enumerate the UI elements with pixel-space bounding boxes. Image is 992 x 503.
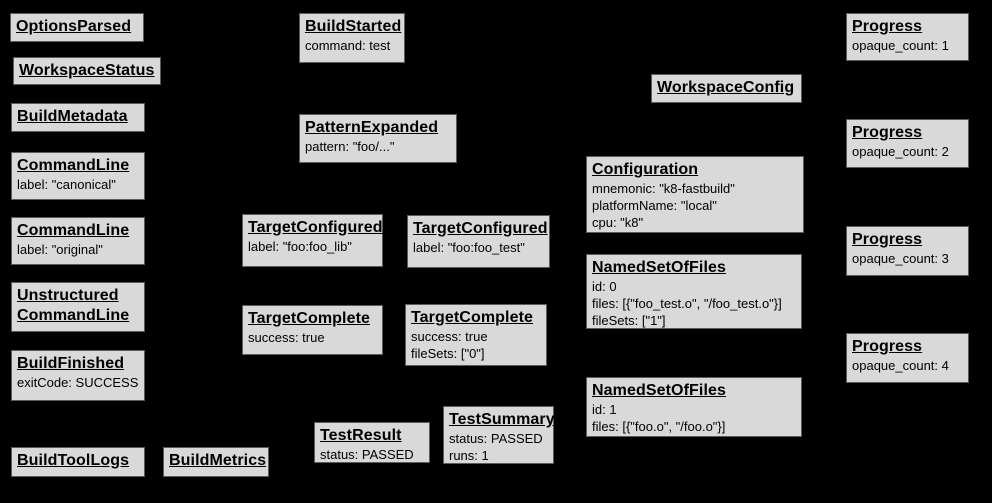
- node-build-started: BuildStarted command: test: [299, 13, 405, 63]
- node-field: runs: 1: [449, 448, 489, 463]
- node-progress-1: Progress opaque_count: 1: [846, 13, 969, 61]
- node-build-metadata: BuildMetadata: [11, 103, 145, 132]
- node-field: success: true: [248, 330, 325, 345]
- node-command-line-canonical: CommandLine label: "canonical": [11, 152, 145, 200]
- node-field: exitCode: SUCCESS: [17, 375, 139, 390]
- node-title: BuildMetrics: [169, 452, 267, 469]
- node-progress-3: Progress opaque_count: 3: [846, 226, 969, 276]
- node-title: BuildMetadata: [17, 108, 128, 125]
- node-title: Progress: [852, 18, 923, 35]
- node-target-complete-foo-test: TargetComplete success: true fileSets: […: [405, 304, 547, 366]
- node-test-result: TestResult status: PASSED: [314, 422, 430, 463]
- node-title: TargetConfigured: [248, 219, 383, 236]
- node-title: WorkspaceConfig: [657, 79, 795, 96]
- node-title: Configuration: [592, 161, 699, 178]
- node-title: Progress: [852, 124, 923, 141]
- node-field: success: true: [411, 329, 488, 344]
- node-field: pattern: "foo/...": [305, 139, 395, 154]
- node-progress-2: Progress opaque_count: 2: [846, 119, 969, 168]
- node-field: opaque_count: 3: [852, 251, 949, 266]
- node-named-set-of-files-1: NamedSetOfFiles id: 1 files: [{"foo.o", …: [586, 377, 802, 437]
- node-title: PatternExpanded: [305, 119, 439, 136]
- node-field: platformName: "local": [592, 198, 717, 213]
- node-progress-4: Progress opaque_count: 4: [846, 333, 969, 383]
- node-title: WorkspaceStatus: [19, 62, 155, 79]
- node-workspace-status: WorkspaceStatus: [13, 57, 161, 85]
- node-title: Progress: [852, 338, 923, 355]
- node-title: BuildStarted: [305, 18, 402, 35]
- node-field: id: 1: [592, 402, 617, 417]
- node-title: BuildToolLogs: [17, 452, 130, 469]
- node-named-set-of-files-0: NamedSetOfFiles id: 0 files: [{"foo_test…: [586, 254, 802, 329]
- node-options-parsed: OptionsParsed: [10, 13, 144, 42]
- node-field: label: "original": [17, 242, 103, 257]
- node-field: fileSets: ["0"]: [411, 346, 485, 361]
- node-field: mnemonic: "k8-fastbuild": [592, 181, 735, 196]
- node-field: files: [{"foo_test.o", "/foo_test.o"}]: [592, 296, 782, 311]
- node-target-configured-foo-test: TargetConfigured label: "foo:foo_test": [407, 215, 550, 268]
- node-title: TestSummary: [449, 411, 555, 428]
- node-field: opaque_count: 1: [852, 38, 949, 53]
- node-field: files: [{"foo.o", "/foo.o"}]: [592, 419, 726, 434]
- node-test-summary: TestSummary status: PASSED runs: 1: [443, 406, 555, 464]
- node-target-complete-foo-lib: TargetComplete success: true: [242, 305, 383, 355]
- node-title: CommandLine: [17, 222, 130, 239]
- node-build-tool-logs: BuildToolLogs: [11, 447, 145, 477]
- node-field: status: PASSED: [449, 431, 543, 446]
- node-build-finished: BuildFinished exitCode: SUCCESS: [11, 350, 145, 401]
- node-title: TargetComplete: [411, 309, 534, 326]
- node-title: CommandLine: [17, 157, 130, 174]
- node-field: id: 0: [592, 279, 617, 294]
- node-field: label: "foo:foo_lib": [248, 239, 352, 254]
- node-title: TargetConfigured: [413, 220, 548, 237]
- node-field: label: "foo:foo_test": [413, 240, 525, 255]
- node-title: TestResult: [320, 427, 402, 444]
- node-title: BuildFinished: [17, 355, 125, 372]
- node-title: Unstructured CommandLine: [17, 287, 130, 324]
- node-title: Progress: [852, 231, 923, 248]
- node-build-metrics: BuildMetrics: [163, 447, 269, 477]
- node-configuration: Configuration mnemonic: "k8-fastbuild" p…: [586, 156, 804, 233]
- node-unstructured-command-line: Unstructured CommandLine: [11, 282, 145, 332]
- node-title: NamedSetOfFiles: [592, 382, 726, 399]
- node-title: TargetComplete: [248, 310, 371, 327]
- node-target-configured-foo-lib: TargetConfigured label: "foo:foo_lib": [242, 214, 383, 267]
- node-field: opaque_count: 4: [852, 358, 949, 373]
- node-command-line-original: CommandLine label: "original": [11, 217, 145, 265]
- node-title: OptionsParsed: [16, 18, 132, 35]
- node-workspace-config: WorkspaceConfig: [651, 74, 802, 103]
- node-field: opaque_count: 2: [852, 144, 949, 159]
- node-field: command: test: [305, 38, 391, 53]
- node-field: label: "canonical": [17, 177, 116, 192]
- node-field: status: PASSED: [320, 447, 414, 462]
- node-field: cpu: "k8": [592, 215, 644, 230]
- node-title: NamedSetOfFiles: [592, 259, 726, 276]
- node-field: fileSets: ["1"]: [592, 313, 666, 328]
- node-pattern-expanded: PatternExpanded pattern: "foo/...": [299, 114, 457, 163]
